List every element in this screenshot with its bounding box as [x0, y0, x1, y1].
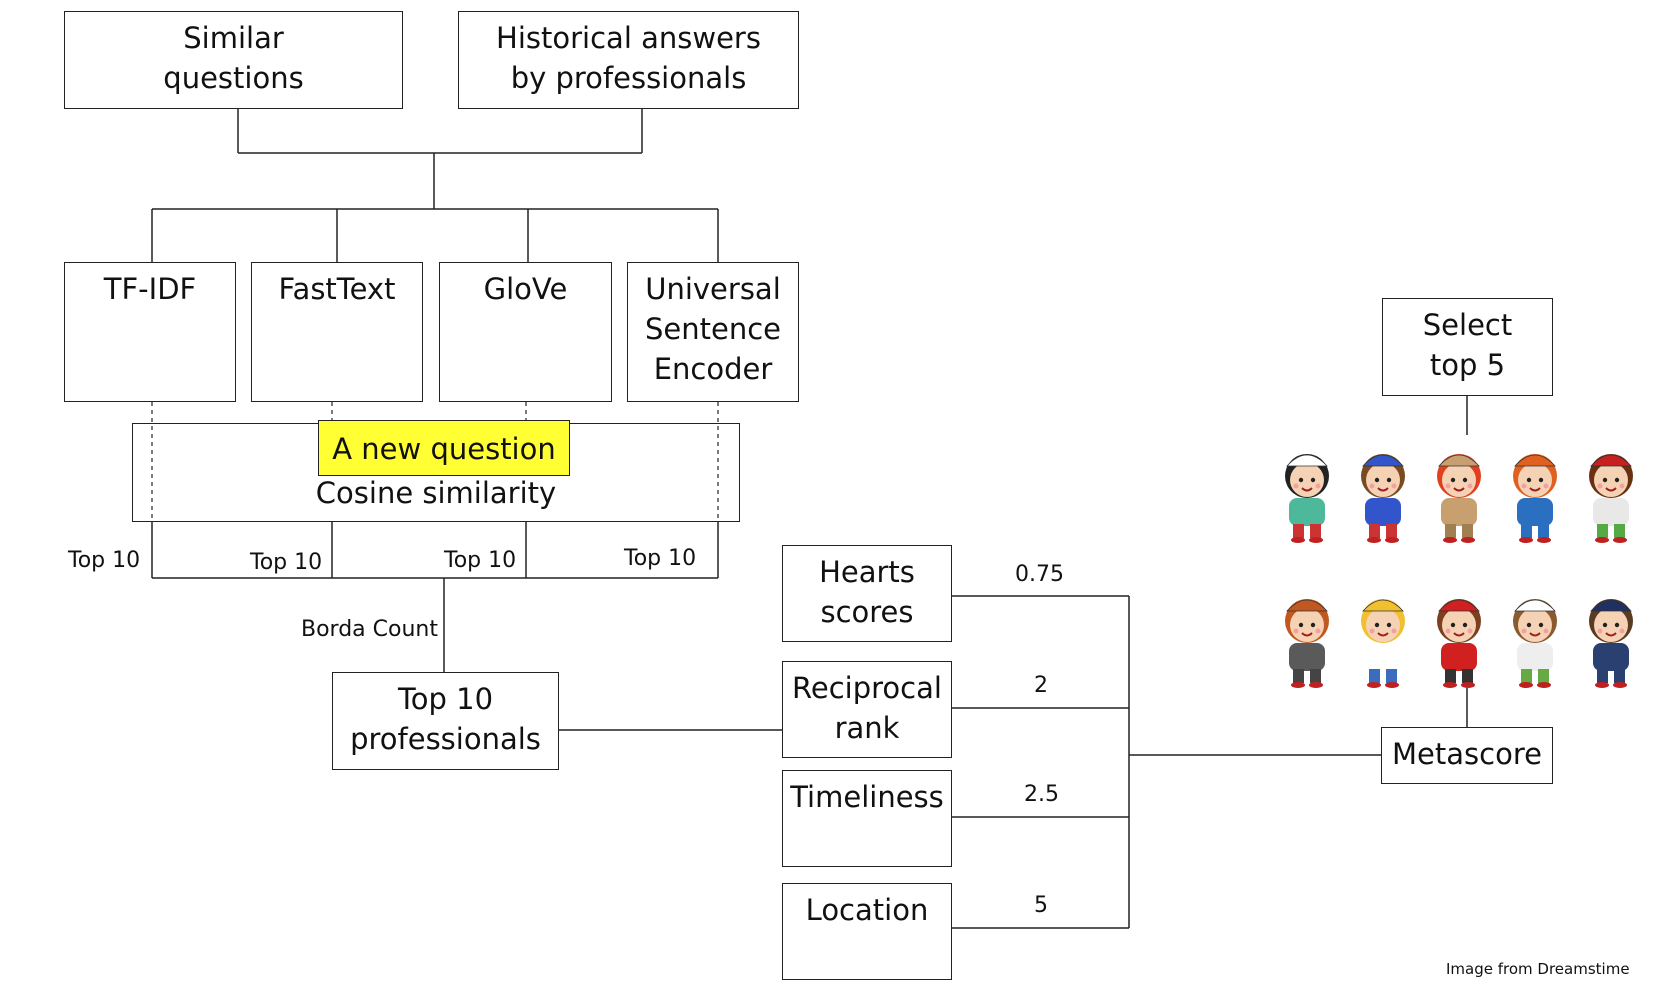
top10-label-tfidf: Top 10 — [68, 548, 141, 573]
doctor-kid-icon — [1361, 599, 1405, 688]
metascore-box: Metascore — [1381, 727, 1553, 784]
police-kid-icon — [1589, 599, 1633, 688]
metascore-label: Metascore — [1392, 737, 1542, 771]
select-top5-box: Select top 5 — [1382, 298, 1553, 396]
weight-hearts: 0.75 — [1015, 562, 1064, 587]
top10-label-use: Top 10 — [624, 546, 697, 571]
top10-professionals-line2: professionals — [350, 722, 541, 756]
universal-sentence-encoder-box: Universal Sentence Encoder — [627, 262, 799, 402]
firefighter-kid-icon — [1437, 599, 1481, 688]
tfidf-box: TF-IDF — [64, 262, 236, 402]
location-label: Location — [805, 893, 929, 927]
reciprocal-rank-box: Reciprocal rank — [782, 661, 952, 758]
cosine-similarity-label: Cosine similarity — [315, 476, 557, 510]
weight-location: 5 — [1034, 893, 1048, 918]
nurse-kid-icon — [1285, 454, 1329, 543]
similar-questions-box: Similar questions — [64, 11, 403, 109]
location-box: Location — [782, 883, 952, 980]
scientist-kid-icon — [1285, 599, 1329, 688]
use-line3: Encoder — [653, 352, 773, 386]
professional-avatars — [1275, 440, 1674, 688]
new-question-label: A new question — [332, 432, 556, 466]
top10-label-fasttext: Top 10 — [250, 550, 323, 575]
fasttext-box: FastText — [251, 262, 423, 402]
glove-label: GloVe — [483, 272, 568, 306]
reciprocal-rank-line2: rank — [834, 711, 900, 745]
hearts-scores-line1: Hearts — [819, 555, 915, 589]
timeliness-box: Timeliness — [782, 770, 952, 867]
top10-professionals-box: Top 10 professionals — [332, 672, 559, 770]
use-line2: Sentence — [644, 312, 781, 346]
timeliness-label: Timeliness — [790, 780, 944, 814]
hearts-scores-box: Hearts scores — [782, 545, 952, 642]
historical-answers-line1: Historical answers — [496, 21, 761, 55]
select-top5-line2: top 5 — [1429, 348, 1506, 382]
select-top5-line1: Select — [1422, 308, 1513, 342]
tfidf-label: TF-IDF — [103, 272, 197, 306]
flight-attendant-kid-icon — [1361, 454, 1405, 543]
top10-label-glove: Top 10 — [444, 548, 517, 573]
chef-kid-icon — [1513, 599, 1557, 688]
glove-box: GloVe — [439, 262, 612, 402]
fasttext-label: FastText — [278, 272, 396, 306]
gardener-kid-icon — [1513, 454, 1557, 543]
borda-count-label: Borda Count — [301, 617, 438, 642]
weight-timeliness: 2.5 — [1024, 782, 1059, 807]
similar-questions-line2: questions — [163, 61, 304, 95]
image-credit: Image from Dreamstime — [1446, 960, 1630, 978]
weight-reciprocal: 2 — [1034, 673, 1048, 698]
top10-professionals-line1: Top 10 — [397, 682, 494, 716]
use-line1: Universal — [645, 272, 781, 306]
similar-questions-line1: Similar — [183, 21, 284, 55]
hearts-scores-line2: scores — [820, 595, 914, 629]
reciprocal-rank-line1: Reciprocal — [792, 671, 942, 705]
historical-answers-box: Historical answers by professionals — [458, 11, 799, 109]
new-question-box: A new question — [318, 420, 570, 476]
painter-kid-icon — [1589, 454, 1633, 543]
explorer-kid-icon — [1437, 454, 1481, 543]
historical-answers-line2: by professionals — [510, 61, 747, 95]
